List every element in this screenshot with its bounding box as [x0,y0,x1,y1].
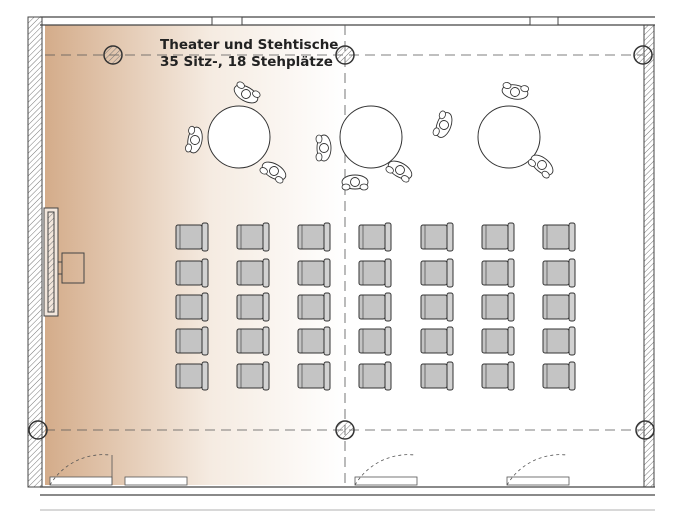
chair [236,292,270,322]
chair [358,292,392,322]
standing-person [527,154,554,179]
chair [358,222,392,252]
chair [481,292,515,322]
chair [542,292,576,322]
chair [420,361,454,391]
theater-chairs [175,222,576,391]
chair [175,326,209,356]
chair [358,258,392,288]
chair [420,222,454,252]
standing-person [432,110,453,138]
chair [175,292,209,322]
standing-person [385,160,413,183]
chair [175,258,209,288]
chair [542,326,576,356]
doors [49,454,570,486]
walls [27,16,655,511]
chair [297,292,331,322]
chair [175,222,209,252]
column-grid [45,25,643,487]
plan-title-line-2: 35 Sitz-, 18 Stehplätze [160,54,333,70]
chair [481,361,515,391]
chair [297,222,331,252]
chair [236,258,270,288]
plan-title-line-1: Theater und Stehtische [160,37,338,53]
chair [481,222,515,252]
chair [297,361,331,391]
standing-person [341,174,369,191]
chair [542,361,576,391]
pillar [633,45,653,65]
chair [236,326,270,356]
chair [297,326,331,356]
wall-niche [43,207,85,317]
pillar [103,45,123,65]
standing-person [233,81,261,104]
standing-table [339,105,403,169]
floor-right [345,25,643,485]
pillar [28,420,48,440]
top-windows [211,16,559,26]
chair [542,258,576,288]
chair [420,292,454,322]
standing-persons [185,81,554,191]
chair [297,258,331,288]
chair [481,258,515,288]
standing-tables [207,105,541,169]
chair [420,258,454,288]
standing-person [501,82,530,100]
floor-gradient [45,25,345,485]
standing-table [477,105,541,169]
chair [175,361,209,391]
chair [358,361,392,391]
pillar [335,420,355,440]
chair [420,326,454,356]
standing-person [185,125,203,154]
standing-table [207,105,271,169]
pillars [28,45,655,440]
chair [481,326,515,356]
chair [542,222,576,252]
pillar [635,420,655,440]
pillar [335,45,355,65]
chair [236,361,270,391]
standing-person [259,161,287,184]
chair [236,222,270,252]
chair [358,326,392,356]
standing-person [315,134,332,162]
